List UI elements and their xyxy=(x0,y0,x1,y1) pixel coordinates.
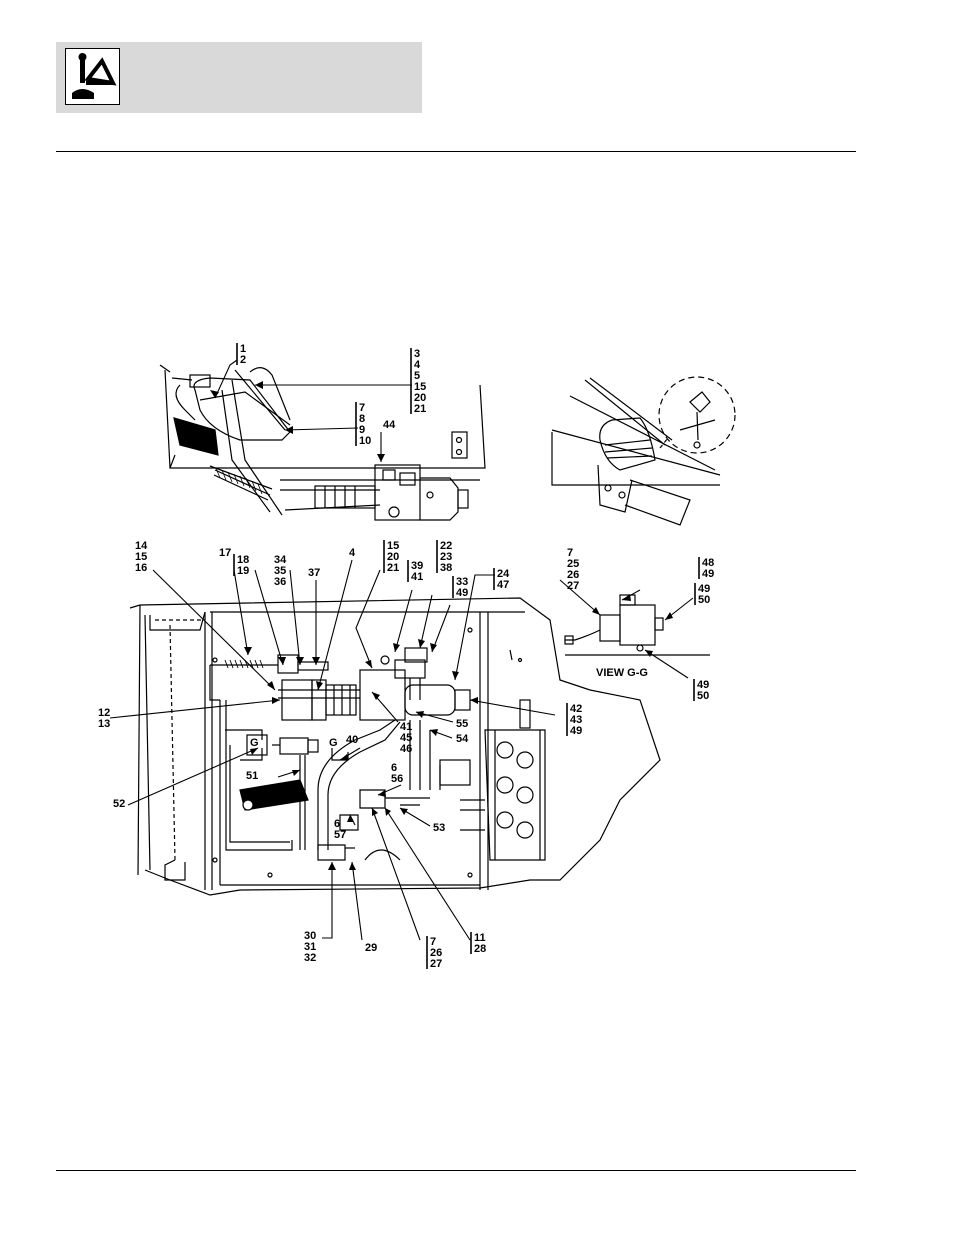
callout-55: 55 xyxy=(456,718,468,730)
callout-number: 50 xyxy=(698,594,710,606)
callout-12-13: 1213 xyxy=(98,707,110,730)
callout-4: 4 xyxy=(349,547,356,559)
callout-53: 53 xyxy=(433,822,445,834)
callout-number: 49 xyxy=(570,725,582,737)
section-mark-right: G xyxy=(329,737,338,749)
callout-number: 55 xyxy=(456,718,468,730)
callout-number: 51 xyxy=(246,770,258,782)
callout-number: 40 xyxy=(346,734,358,746)
callout-54: 54 xyxy=(456,733,469,745)
callout-number: 28 xyxy=(474,943,486,955)
callout-number: 52 xyxy=(113,798,125,810)
callout-number: 54 xyxy=(456,733,469,745)
callout-number: 16 xyxy=(135,562,147,574)
callout-48-49: 4849 xyxy=(699,557,714,580)
view-g-g-label: VIEW G-G xyxy=(596,667,648,679)
callout-number: 47 xyxy=(497,579,509,591)
callout-number: 21 xyxy=(414,403,426,415)
callout-number: 56 xyxy=(391,773,403,785)
callout-number: 49 xyxy=(702,568,714,580)
callout-17-19: 17 xyxy=(219,547,231,559)
callout-number: 10 xyxy=(359,435,371,447)
callout-1-2: 12 xyxy=(237,343,246,366)
callout-number: 19 xyxy=(237,565,249,577)
callout-number: 37 xyxy=(308,567,320,579)
callout-number: 36 xyxy=(274,576,286,588)
callout-44: 44 xyxy=(383,419,396,431)
side-view-drawing xyxy=(552,377,735,525)
callout-number: 29 xyxy=(365,942,377,954)
callout-number: 44 xyxy=(383,419,396,431)
main-view-drawing xyxy=(130,598,660,895)
callout-number: 27 xyxy=(430,958,442,970)
callout-14-16: 141516 xyxy=(135,540,148,574)
callout-52: 52 xyxy=(113,798,125,810)
callout-6-56: 656 xyxy=(391,762,403,785)
callout-number: 21 xyxy=(387,562,399,574)
callout-number: 17 xyxy=(219,547,231,559)
callout-number: 2 xyxy=(240,354,246,366)
callout-number: 32 xyxy=(304,952,316,964)
callout-number: 41 xyxy=(411,571,423,583)
callout-number: 27 xyxy=(567,580,579,592)
callout-number: 4 xyxy=(349,547,356,559)
callout-number: 13 xyxy=(98,718,110,730)
callout-number: 53 xyxy=(433,822,445,834)
section-mark-left: G xyxy=(250,737,259,749)
callout-49-50b: 4950 xyxy=(694,679,709,702)
pedal-detail-drawing xyxy=(160,365,485,520)
callout-51: 51 xyxy=(246,770,258,782)
callout-37: 37 xyxy=(308,567,320,579)
callout-number: 38 xyxy=(440,562,452,574)
callout-40: 40 xyxy=(346,734,358,746)
callout-29: 29 xyxy=(365,942,377,954)
callout-number: 49 xyxy=(456,587,468,599)
callout-number: 57 xyxy=(334,829,346,841)
callout-number: 50 xyxy=(697,690,709,702)
callout-number: 46 xyxy=(400,743,412,755)
